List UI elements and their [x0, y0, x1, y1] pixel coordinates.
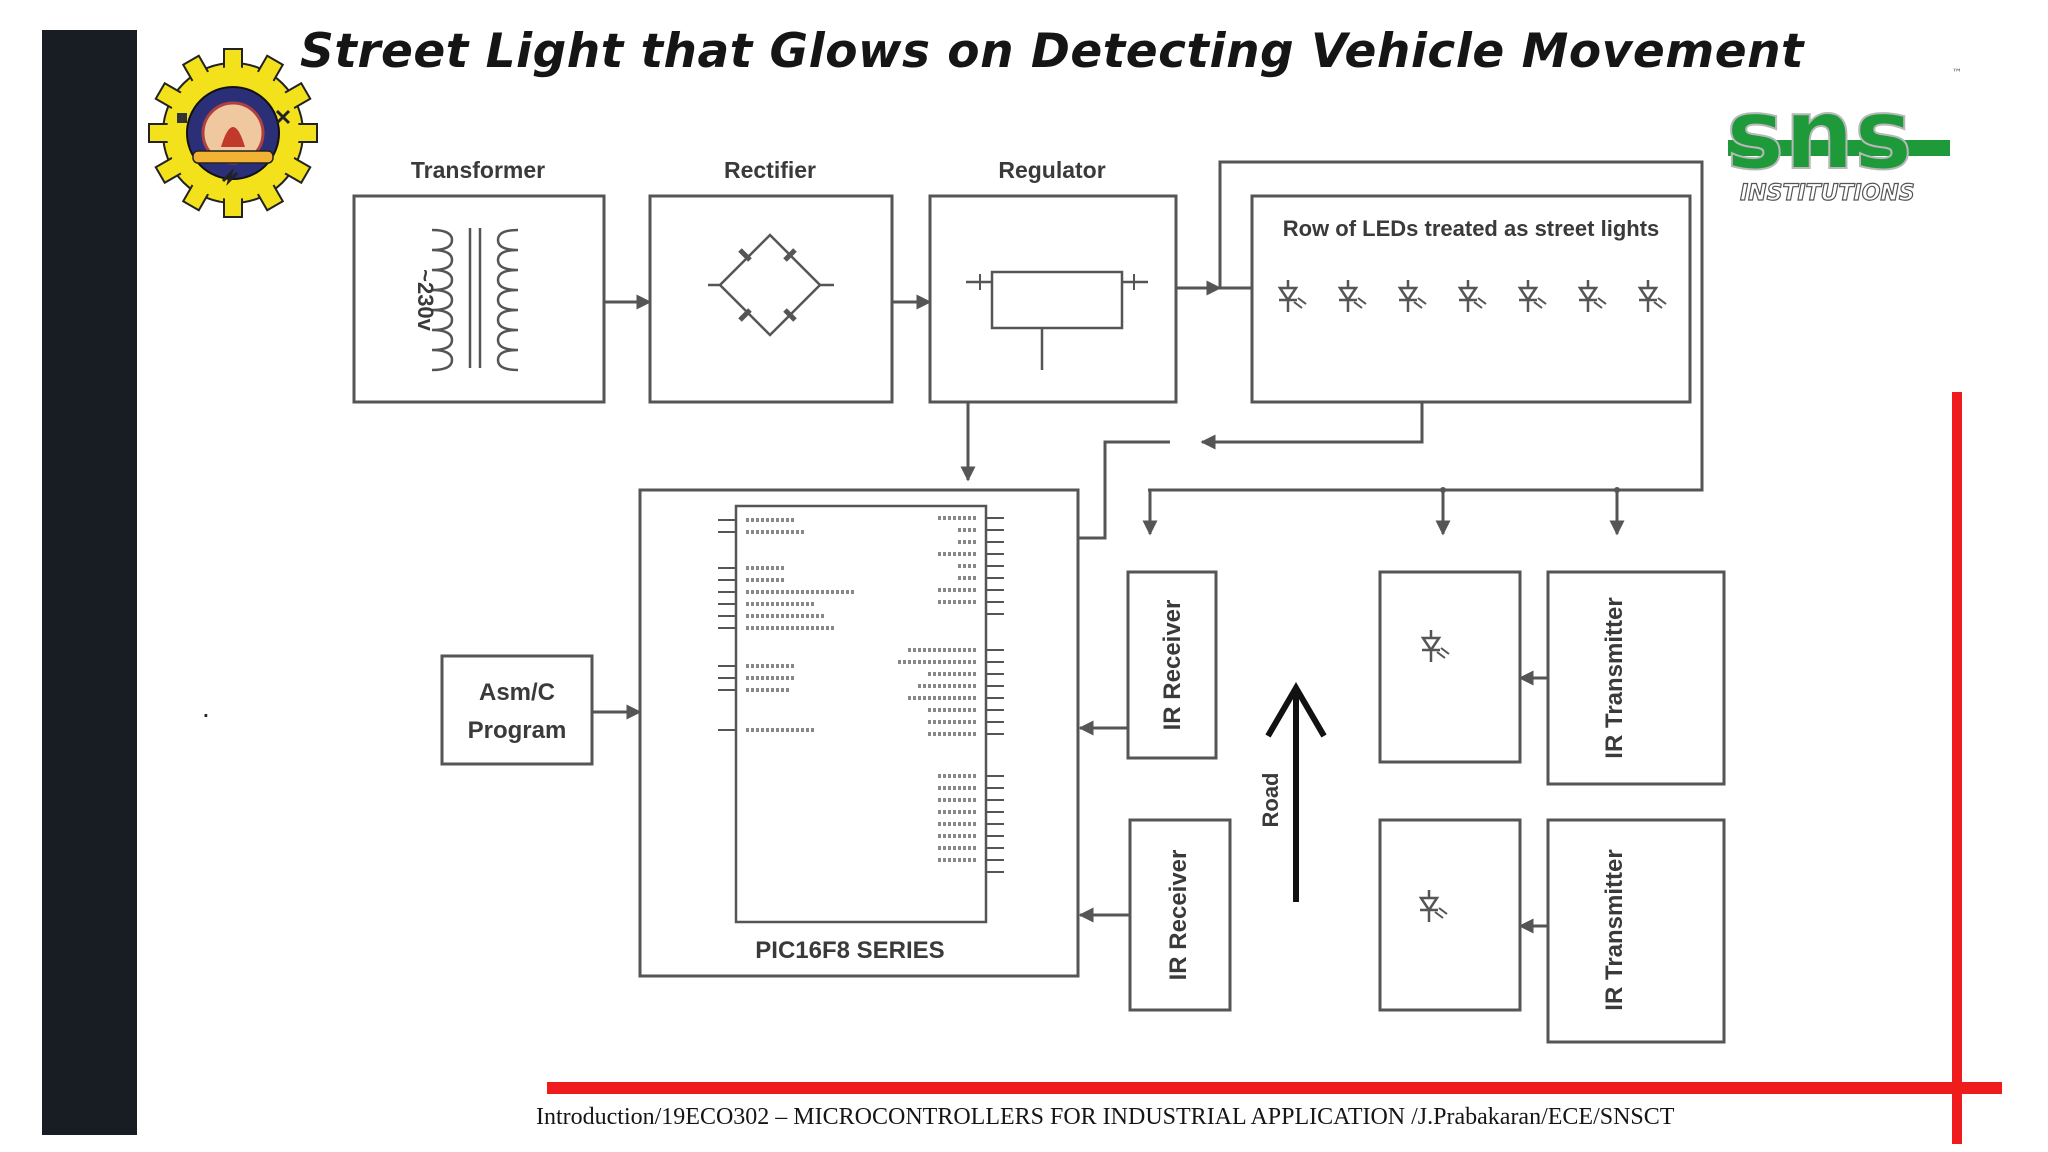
slide-footer: Introduction/19ECO302 – MICROCONTROLLERS… — [536, 1104, 1675, 1130]
transformer-block: Transformer ~230v — [352, 157, 606, 404]
led-row-label: Row of LEDs treated as street lights — [1283, 216, 1660, 241]
arrow-leds-mcu — [1200, 402, 1424, 450]
rectifier-label: Rectifier — [724, 157, 816, 183]
ir-transmitter-2: IR Transmitter — [1546, 818, 1726, 1044]
mcu-label: PIC16F8 SERIES — [755, 937, 944, 964]
college-logo-icon — [148, 48, 318, 218]
program-label-line1: Asm/C — [479, 679, 555, 706]
rectifier-block: Rectifier — [648, 157, 894, 404]
ir-receiver-1: IR Receiver — [1126, 570, 1218, 760]
ir-led-box-2 — [1378, 818, 1522, 1012]
led-row-block: Row of LEDs treated as street lights — [1250, 194, 1692, 404]
road-label: Road — [1258, 773, 1283, 828]
ir-transmitter-1-label: IR Transmitter — [1601, 597, 1628, 758]
slide-title: Street Light that Glows on Detecting Veh… — [300, 24, 1804, 79]
transformer-voltage-label: ~230v — [413, 269, 438, 332]
program-label-line2: Program — [468, 717, 567, 744]
wire-leds-control — [1078, 440, 1170, 540]
program-block: Asm/C Program — [440, 654, 594, 766]
ir-led-box-1 — [1378, 570, 1522, 764]
ir-receiver-2-label: IR Receiver — [1165, 850, 1192, 981]
regulator-block: Regulator — [928, 157, 1178, 404]
pic16f8-microcontroller: PIC16F8 SERIES — [638, 488, 1080, 978]
block-diagram: Transformer ~230v Rectifier Regulator Ro… — [352, 157, 1726, 1044]
bullet-dot: . — [202, 692, 210, 723]
svg-text:sns: sns — [1726, 78, 1912, 192]
transformer-label: Transformer — [411, 157, 545, 183]
road-indicator: Road — [1258, 682, 1327, 902]
ir-transmitter-1: IR Transmitter — [1546, 570, 1726, 786]
ir-transmitter-2-label: IR Transmitter — [1601, 849, 1628, 1010]
svg-text:™: ™ — [1952, 68, 1962, 79]
svg-text:INSTITUTIONS: INSTITUTIONS — [1740, 181, 1915, 206]
ir-receiver-1-label: IR Receiver — [1159, 600, 1186, 731]
ir-receiver-2: IR Receiver — [1128, 818, 1232, 1012]
wire-supply-bus — [1148, 160, 1704, 492]
red-horizontal-line — [547, 1082, 2002, 1094]
red-vertical-line — [1952, 392, 1962, 1144]
left-dark-bar — [42, 30, 137, 1135]
regulator-label: Regulator — [998, 157, 1105, 183]
sns-institutions-logo-icon: sns INSTITUTIONS ™ — [1725, 68, 1962, 207]
